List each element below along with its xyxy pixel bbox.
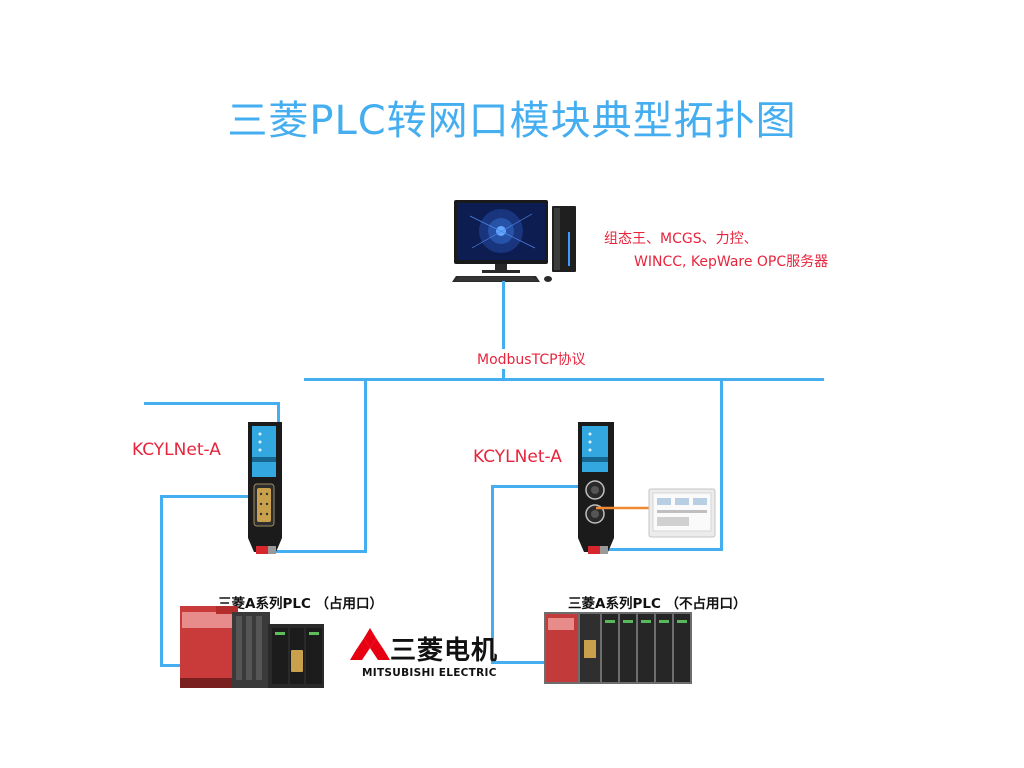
bus-drop-right xyxy=(720,378,723,550)
left-kcylnet-module-icon xyxy=(248,422,282,554)
hmi-link-wire xyxy=(596,506,650,510)
serial-wire-right-h xyxy=(491,485,587,488)
right-kcylnet-module-icon xyxy=(578,422,614,554)
software-list-line2: WINCC, KepWare OPC服务器 xyxy=(634,254,829,270)
serial-wire-left-h xyxy=(160,495,262,498)
bus-drop-left xyxy=(364,378,367,552)
brand-name-cn: 三菱电机 xyxy=(390,636,499,666)
brand-name-en: MITSUBISHI ELECTRIC xyxy=(362,667,497,679)
bus-drop-left-h xyxy=(272,550,367,553)
right-module-label: KCYLNet-A xyxy=(473,447,562,467)
serial-wire-right-b xyxy=(491,661,591,664)
right-plc-label: 三菱A系列PLC （不占用口） xyxy=(568,596,747,612)
bus-drop-right-h xyxy=(608,548,723,551)
top-left-wire-drop xyxy=(277,402,280,422)
software-list-line1: 组态王、MCGS、力控、 xyxy=(604,231,758,247)
ethernet-bus xyxy=(304,378,824,381)
mitsubishi-logo-icon xyxy=(350,628,390,660)
serial-wire-left-v xyxy=(160,495,163,666)
hmi-touch-panel-icon xyxy=(648,488,716,538)
pc-uplink-wire xyxy=(502,281,505,380)
right-plc-rack-icon xyxy=(544,612,692,684)
serial-wire-right-v xyxy=(491,485,494,663)
left-plc-rack-icon xyxy=(180,606,324,688)
left-module-label: KCYLNet-A xyxy=(132,440,221,460)
top-left-wire xyxy=(144,402,280,405)
protocol-label: ModbusTCP协议 xyxy=(474,349,589,369)
left-plc-label: 三菱A系列PLC （占用口） xyxy=(218,596,384,612)
computer-workstation-icon xyxy=(452,200,576,282)
diagram-title: 三菱PLC转网口模块典型拓扑图 xyxy=(227,98,797,144)
